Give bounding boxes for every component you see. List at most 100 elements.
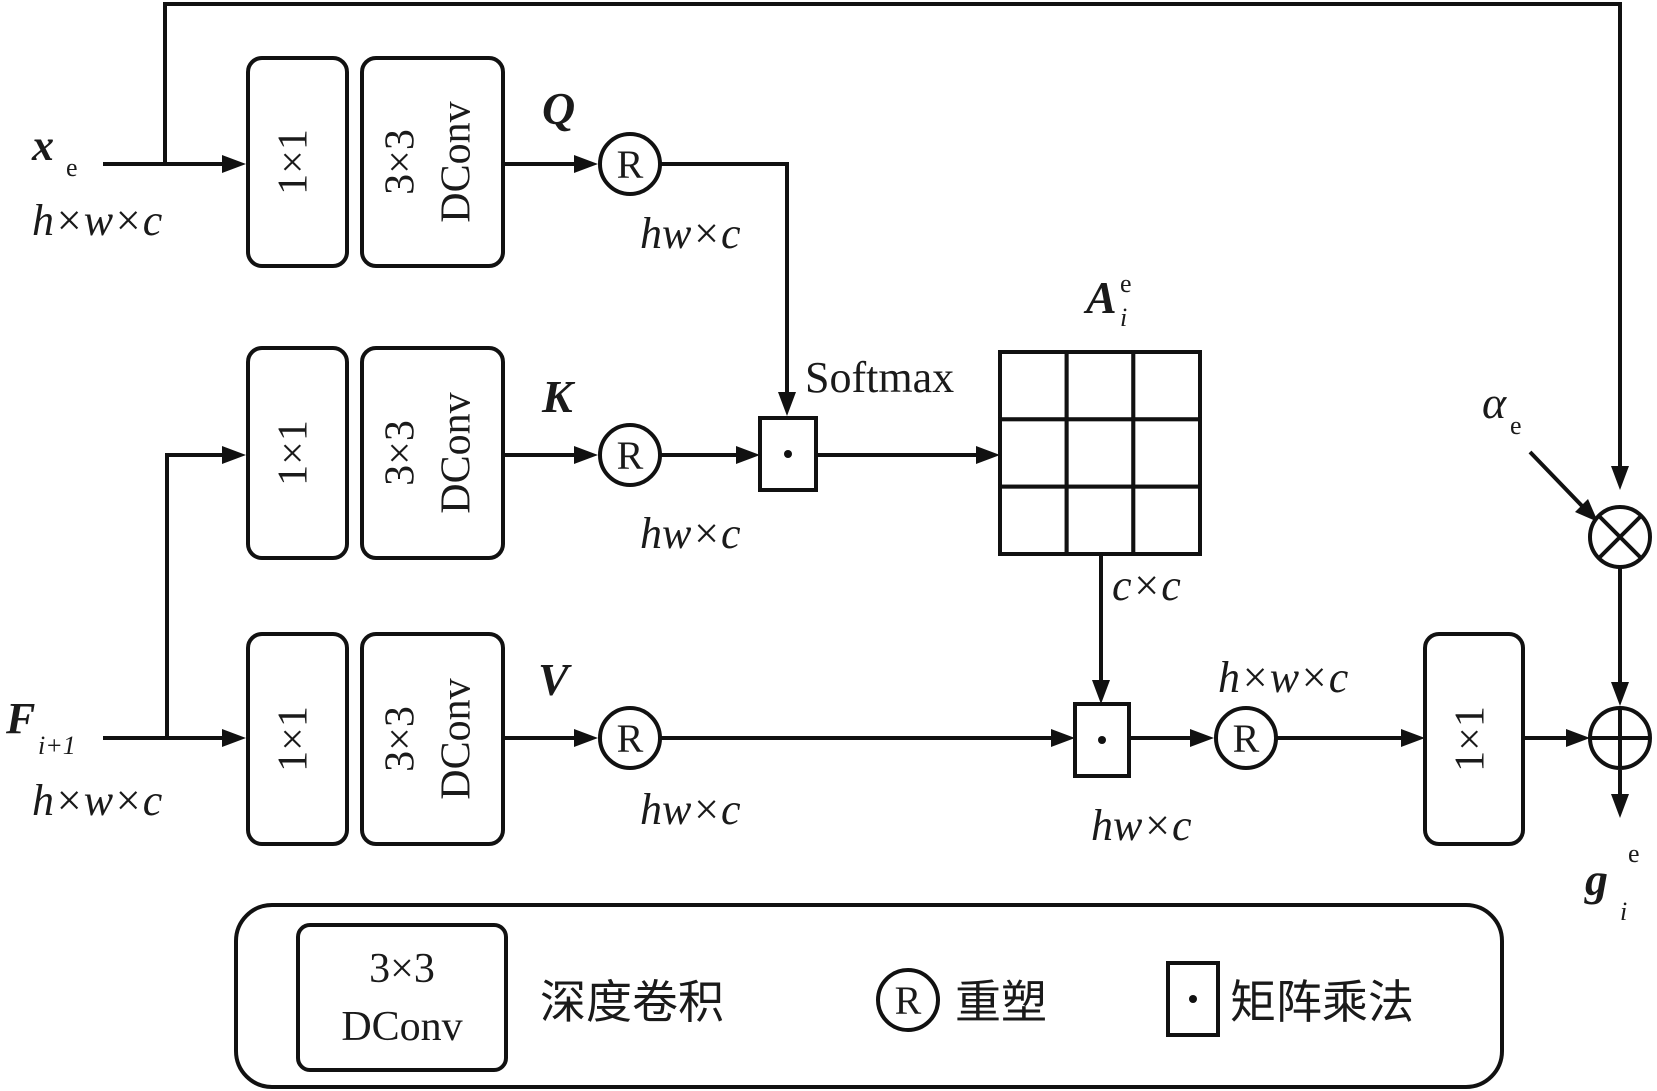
output-g-label: g e i — [1584, 839, 1640, 926]
attention-symbol: A — [1083, 272, 1117, 323]
matmul-dot-icon — [1098, 736, 1106, 744]
dconv-line2-label: DConv — [434, 678, 480, 799]
reshape-symbol: R — [617, 142, 644, 187]
q-reshape-node: R — [598, 132, 662, 196]
attention-grid-cell — [1131, 484, 1203, 556]
av-matmul-node — [1073, 702, 1131, 778]
k-dims-label: hw×c — [640, 509, 741, 558]
arrowhead — [778, 392, 796, 416]
attention-grid-cell — [1064, 417, 1136, 489]
attention-superscript: e — [1120, 269, 1132, 298]
reshape-symbol: R — [1233, 716, 1260, 761]
k-dconv-block: 3×3 DConv — [360, 346, 505, 560]
legend-reshape-desc: 重塑 — [955, 975, 1047, 1029]
f-symbol: F — [5, 694, 35, 743]
arrowhead — [1611, 682, 1629, 706]
attention-subscript: i — [1120, 303, 1127, 332]
f-dims-label: h×w×c — [32, 776, 163, 825]
arrowhead — [222, 729, 246, 747]
softmax-label: Softmax — [805, 353, 954, 402]
arrowhead — [222, 446, 246, 464]
v-label: V — [538, 654, 572, 705]
multiply-node — [1588, 505, 1652, 569]
output-conv1x1-block: 1×1 — [1423, 632, 1525, 846]
attention-grid-cell — [1131, 417, 1203, 489]
attention-grid-cell — [1131, 350, 1203, 422]
input-x: x e h×w×c — [31, 121, 163, 245]
arrowhead — [574, 155, 598, 173]
v-reshape-node: R — [598, 706, 662, 770]
q-dconv-block: 3×3 DConv — [360, 56, 505, 268]
attention-grid-cell — [998, 350, 1069, 422]
arrowhead — [222, 155, 246, 173]
x-dims-label: h×w×c — [32, 196, 163, 245]
q-to-matmul-line — [660, 162, 789, 398]
legend-dconv-line1: 3×3 — [369, 946, 435, 992]
arrowhead — [1051, 729, 1075, 747]
alpha-line — [1528, 450, 1586, 510]
matmul-output-dims-label: hw×c — [1091, 801, 1192, 850]
legend-reshape-item: R 重塑 — [876, 968, 1047, 1032]
legend-dconv-desc: 深度卷积 — [540, 975, 724, 1029]
conv1x1-label: 1×1 — [271, 420, 317, 486]
dconv-line1-label: 3×3 — [378, 129, 424, 195]
arrowhead — [736, 446, 760, 464]
x-symbol: x — [31, 121, 54, 170]
alpha-symbol: α — [1482, 377, 1507, 428]
alpha-subscript: e — [1510, 411, 1522, 440]
arrowhead — [1566, 729, 1590, 747]
attention-grid-cell — [998, 484, 1069, 556]
arrowhead — [1611, 466, 1629, 490]
arrowhead — [574, 729, 598, 747]
add-node — [1588, 706, 1652, 770]
q-conv1x1-block: 1×1 — [246, 56, 349, 268]
attention-grid-cell — [998, 417, 1069, 489]
qk-matmul-node — [758, 416, 818, 492]
legend-dconv-item: 3×3 DConv 深度卷积 — [296, 923, 724, 1072]
matmul-dot-icon — [784, 450, 792, 458]
g-symbol: g — [1584, 854, 1608, 905]
arrowhead — [1575, 499, 1598, 522]
k-conv1x1-block: 1×1 — [246, 346, 349, 560]
q-label: Q — [542, 83, 575, 134]
attention-label: A e i — [1083, 269, 1132, 332]
add-icon — [1590, 708, 1650, 768]
matmul-dot-icon — [1189, 995, 1197, 1003]
legend-dconv-line2: DConv — [341, 1004, 462, 1050]
f-to-k-line — [165, 453, 228, 738]
arrowhead — [976, 446, 1000, 464]
attention-matrix-grid — [998, 350, 1203, 556]
dconv-line1-label: 3×3 — [378, 420, 424, 486]
output-reshape-node: R — [1214, 706, 1278, 770]
arrowhead — [1190, 729, 1214, 747]
legend-matmul-item: 矩阵乘法 — [1166, 961, 1414, 1037]
arrowhead — [1401, 729, 1425, 747]
k-label: K — [541, 371, 576, 422]
v-conv1x1-block: 1×1 — [246, 632, 349, 846]
skip-connection-line — [163, 2, 1622, 472]
arrowhead — [1611, 794, 1629, 818]
input-f: F i+1 h×w×c — [5, 694, 163, 825]
reshape-symbol: R — [617, 433, 644, 478]
arrowhead — [1092, 680, 1110, 704]
q-dims-label: hw×c — [640, 209, 741, 258]
reshape-output-dims-label: h×w×c — [1218, 653, 1349, 702]
attention-grid-cell — [1064, 484, 1136, 556]
attention-dims-label: c×c — [1112, 561, 1181, 610]
dconv-line2-label: DConv — [434, 392, 480, 513]
f-subscript: i+1 — [38, 731, 76, 760]
g-superscript: e — [1628, 839, 1640, 868]
multiply-icon — [1597, 514, 1643, 560]
legend-reshape-symbol: R — [895, 978, 922, 1023]
k-reshape-node: R — [598, 423, 662, 487]
connection-lines — [103, 2, 1629, 818]
conv1x1-label: 1×1 — [271, 129, 317, 195]
arrowhead — [574, 446, 598, 464]
g-subscript: i — [1620, 897, 1627, 926]
conv1x1-label: 1×1 — [1448, 706, 1494, 772]
conv1x1-label: 1×1 — [271, 706, 317, 772]
dconv-line2-label: DConv — [434, 101, 480, 222]
v-dims-label: hw×c — [640, 785, 741, 834]
attention-grid-cell — [1064, 350, 1136, 422]
